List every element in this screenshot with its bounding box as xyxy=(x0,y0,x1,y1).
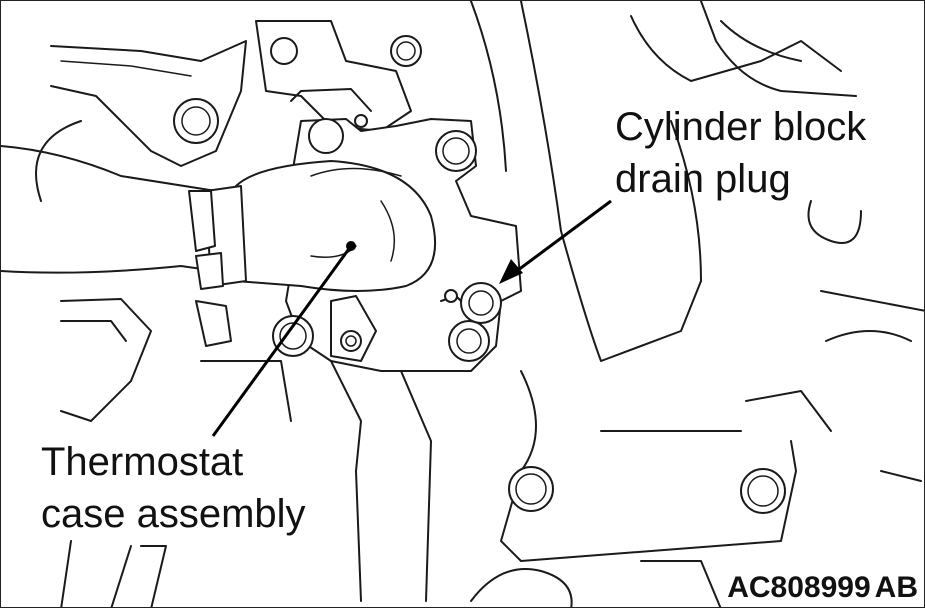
thermostat-leader-dot xyxy=(346,241,356,251)
thermostat-housing xyxy=(188,114,522,372)
thermostat-label-line1: Thermostat xyxy=(41,440,244,484)
lower-block xyxy=(470,470,922,607)
upper-center-bracket xyxy=(255,20,422,132)
upper-left-hose xyxy=(1,120,217,274)
cylinder-block xyxy=(470,1,924,562)
leader-lines xyxy=(211,199,612,437)
cylinder-block-label-line1: Cylinder block xyxy=(615,105,867,149)
thermostat-leader xyxy=(211,245,353,437)
figure-code-suffix: AB xyxy=(874,571,918,604)
upper-left-bracket xyxy=(50,40,247,167)
lower-left-bracket xyxy=(60,298,432,607)
drain-plug-arrowhead xyxy=(499,259,523,284)
thermostat-label-line2: case assembly xyxy=(41,492,306,536)
drain-plug xyxy=(444,282,502,324)
cylinder-block-label-line2: drain plug xyxy=(615,157,791,201)
drain-plug-leader xyxy=(505,199,612,281)
figure-code-number: AC808999 xyxy=(727,571,871,604)
